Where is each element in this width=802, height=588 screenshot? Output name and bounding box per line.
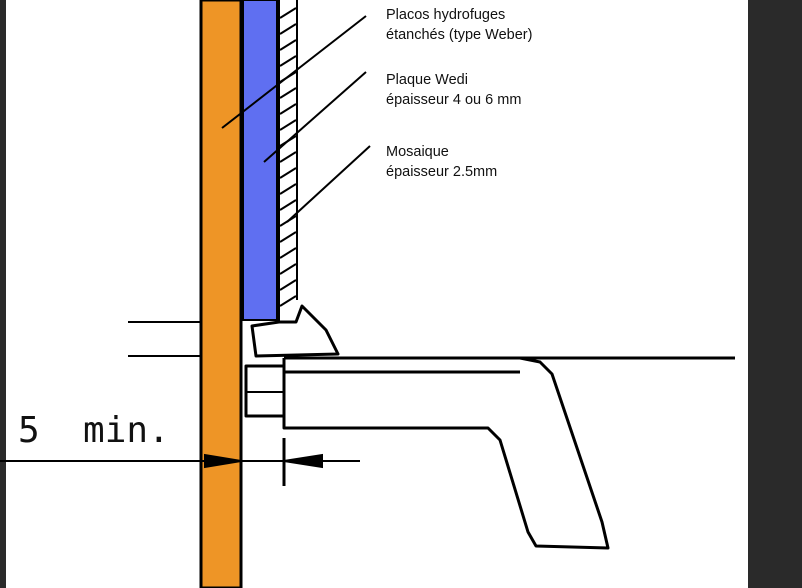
label-mosaique-line2: épaisseur 2.5mm xyxy=(386,164,497,180)
mosaic-tile-layer xyxy=(278,0,298,322)
label-placos-line2: étanchés (type Weber) xyxy=(386,27,532,43)
right-border-strip xyxy=(748,0,802,588)
mosaic-hatch-mark xyxy=(279,151,297,163)
mosaic-hatch-mark xyxy=(279,167,297,179)
wedi-board xyxy=(242,0,278,321)
dimension-label: 5 min. xyxy=(18,410,170,451)
mosaic-hatch-mark xyxy=(279,247,297,259)
leader-lines xyxy=(221,15,371,223)
mosaic-hatch-mark xyxy=(279,295,297,307)
mosaic-hatch-mark xyxy=(279,87,297,99)
mosaic-hatch-mark xyxy=(279,199,297,211)
wall-lines xyxy=(128,321,200,357)
mosaic-hatch-mark xyxy=(279,119,297,131)
mosaic-hatch-mark xyxy=(279,7,297,19)
dimension-line xyxy=(0,438,360,486)
mosaic-hatch-mark xyxy=(279,55,297,67)
mosaic-hatch-mark xyxy=(279,39,297,51)
leader-placos xyxy=(221,15,367,129)
mosaic-hatch-mark xyxy=(279,183,297,195)
label-placos-line1: Placos hydrofuges xyxy=(386,7,505,23)
mosaic-hatch-mark xyxy=(279,103,297,115)
mosaic-hatch-mark xyxy=(279,23,297,35)
mosaic-hatch-mark xyxy=(279,231,297,243)
leader-mosaique xyxy=(286,145,371,223)
mosaic-hatch-mark xyxy=(279,279,297,291)
leader-wedi xyxy=(263,71,367,163)
label-mosaique-line1: Mosaique xyxy=(386,144,449,160)
label-wedi-line2: épaisseur 4 ou 6 mm xyxy=(386,92,521,108)
bathtub-profile xyxy=(244,304,735,550)
mosaic-hatch-mark xyxy=(279,263,297,275)
label-wedi-line1: Plaque Wedi xyxy=(386,72,468,88)
left-border-strip xyxy=(0,0,6,588)
placo-board xyxy=(199,0,243,588)
